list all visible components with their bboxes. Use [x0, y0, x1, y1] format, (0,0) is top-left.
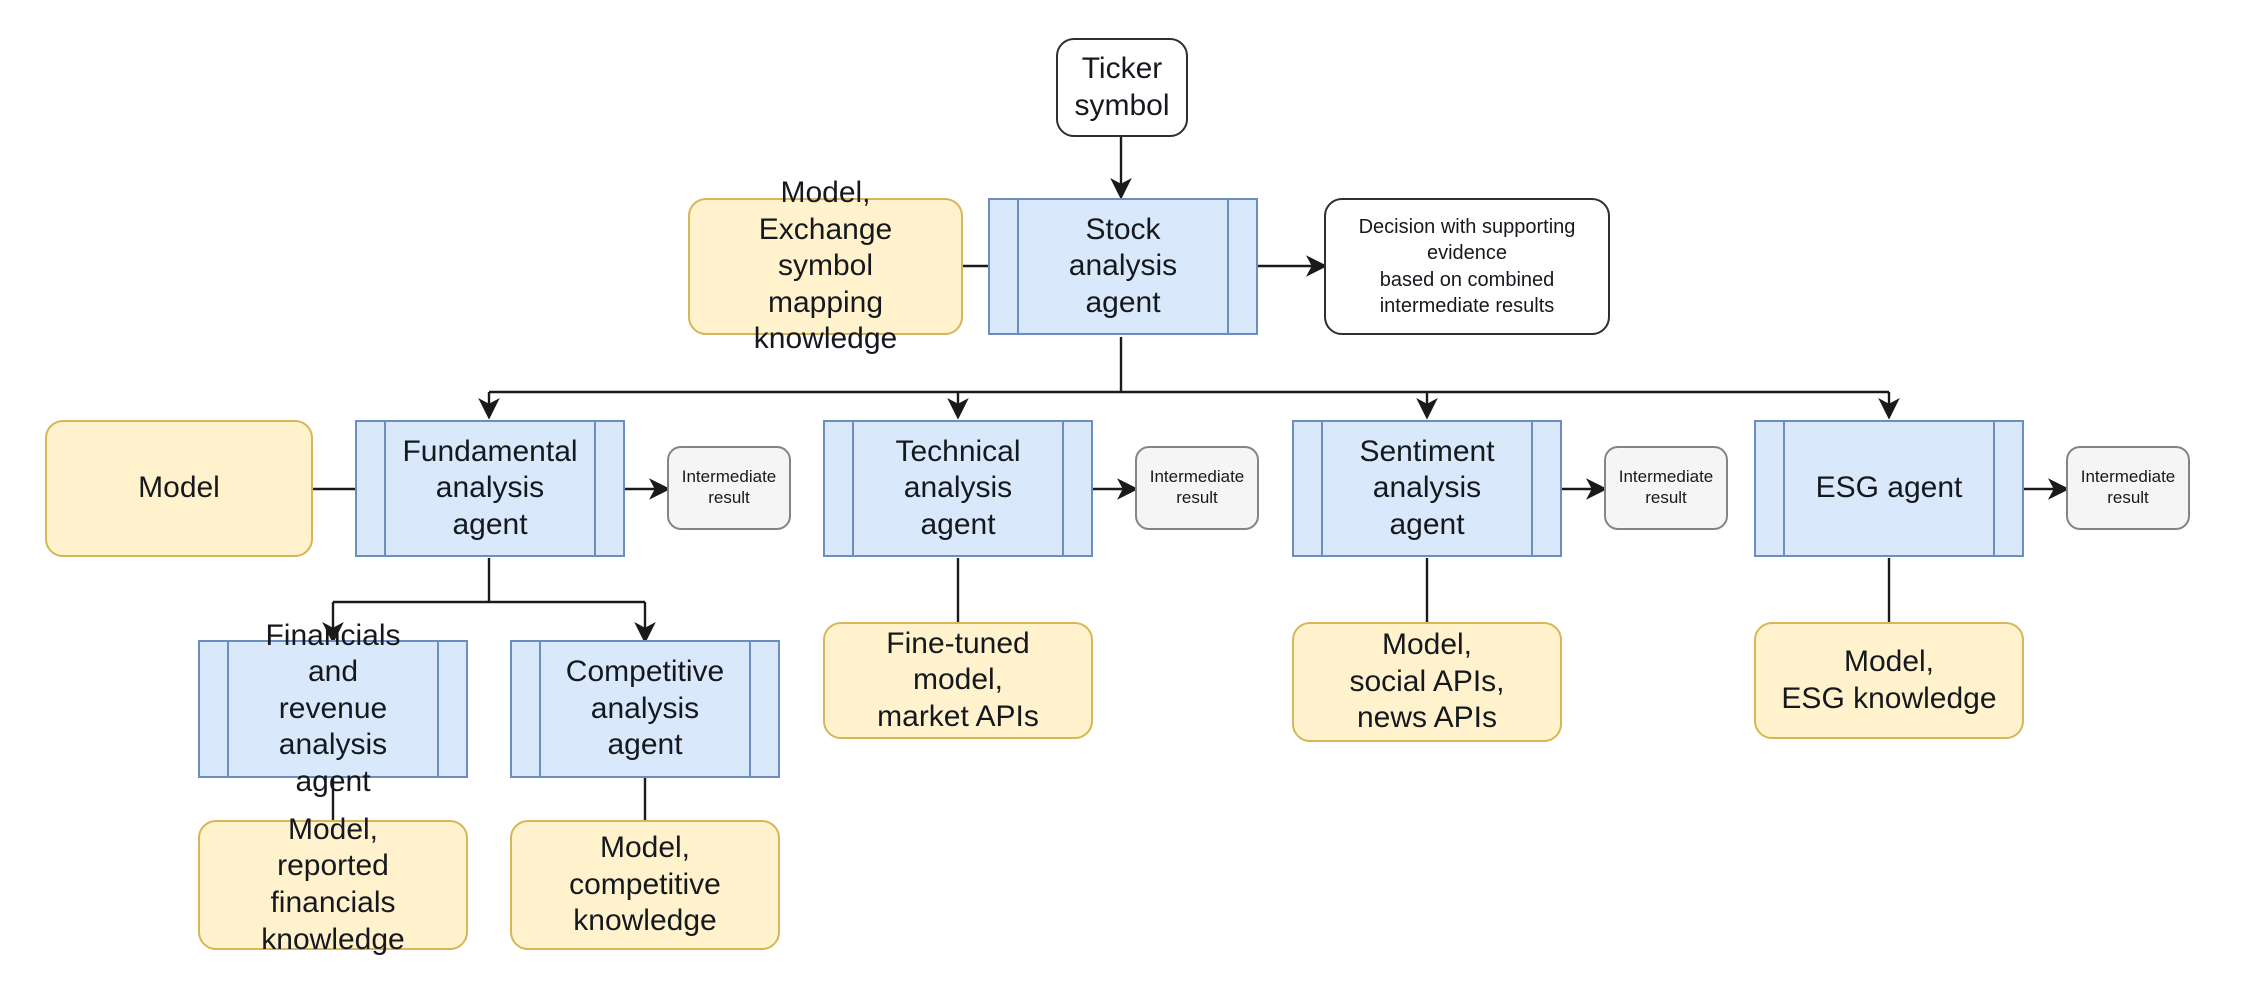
- stock-agent-resource-node[interactable]: Model, Exchange symbol mapping knowledge: [688, 176, 963, 355]
- fundamental-resource-node[interactable]: Model: [45, 420, 313, 557]
- competitive-resource-node[interactable]: Model, competitive knowledge: [510, 820, 780, 950]
- sentiment-resource-node[interactable]: Model, social APIs, news APIs: [1292, 622, 1562, 742]
- sentiment-intermediate-result-node[interactable]: Intermediate result: [1604, 446, 1728, 530]
- financials-revenue-analysis-agent-node[interactable]: Financials and revenue analysis agent: [198, 619, 468, 798]
- esg-resource-node[interactable]: Model, ESG knowledge: [1754, 622, 2024, 739]
- esg-intermediate-result-node[interactable]: Intermediate result: [2066, 446, 2190, 530]
- financials-resource-node[interactable]: Model, reported financials knowledge: [198, 813, 468, 956]
- technical-intermediate-result-node[interactable]: Intermediate result: [1135, 446, 1259, 530]
- esg-agent-node[interactable]: ESG agent: [1754, 420, 2024, 557]
- ticker-symbol-node[interactable]: Ticker symbol: [1056, 38, 1188, 137]
- fundamental-analysis-agent-node[interactable]: Fundamental analysis agent: [355, 420, 625, 557]
- sentiment-analysis-agent-node[interactable]: Sentiment analysis agent: [1292, 420, 1562, 557]
- fundamental-intermediate-result-node[interactable]: Intermediate result: [667, 446, 791, 530]
- stock-analysis-agent-node[interactable]: Stock analysis agent: [988, 198, 1258, 335]
- technical-analysis-agent-node[interactable]: Technical analysis agent: [823, 420, 1093, 557]
- technical-resource-node[interactable]: Fine-tuned model, market APIs: [823, 622, 1093, 739]
- decision-output-node[interactable]: Decision with supporting evidence based …: [1324, 198, 1610, 335]
- competitive-analysis-agent-node[interactable]: Competitive analysis agent: [510, 640, 780, 778]
